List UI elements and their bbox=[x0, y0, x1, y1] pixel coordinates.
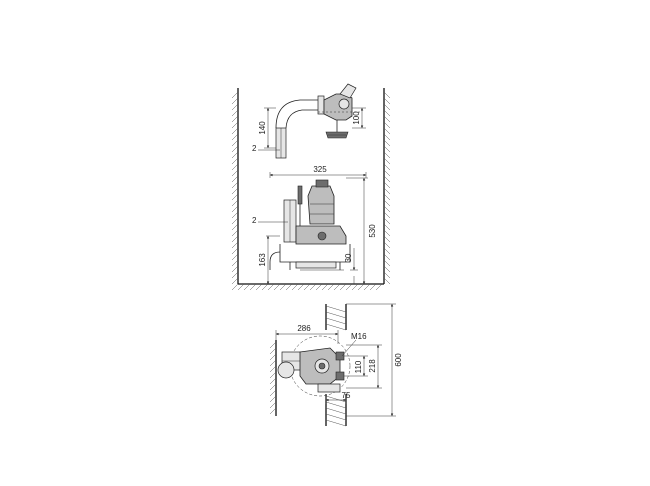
dim-600: 600 bbox=[394, 353, 403, 367]
elevation-dimension-lines bbox=[258, 107, 368, 284]
callout-upper-label: 2 bbox=[252, 144, 257, 153]
plan-view: 286 M16 110 218 600 75 bbox=[269, 303, 403, 427]
submersible-pump bbox=[269, 179, 351, 271]
dim-110: 110 bbox=[354, 360, 363, 373]
dim-325: 325 bbox=[313, 165, 327, 174]
dim-100: 100 bbox=[352, 111, 361, 125]
dim-530: 530 bbox=[368, 224, 377, 238]
plan-walls bbox=[269, 304, 347, 427]
elevation-view: 140 100 325 530 163 30 2 2 bbox=[231, 83, 391, 291]
dim-140: 140 bbox=[258, 121, 267, 135]
dim-286: 286 bbox=[297, 324, 311, 333]
plan-pump bbox=[277, 335, 351, 397]
callout-lower-label: 2 bbox=[252, 216, 257, 225]
dim-218: 218 bbox=[368, 359, 377, 373]
auto-coupling-upper bbox=[275, 83, 360, 159]
dim-30: 30 bbox=[344, 253, 353, 262]
dim-75: 75 bbox=[342, 391, 351, 400]
dim-163: 163 bbox=[258, 253, 267, 267]
plan-dimension-lines bbox=[275, 303, 396, 417]
pit-walls bbox=[231, 88, 391, 291]
dim-m16: M16 bbox=[351, 332, 367, 341]
